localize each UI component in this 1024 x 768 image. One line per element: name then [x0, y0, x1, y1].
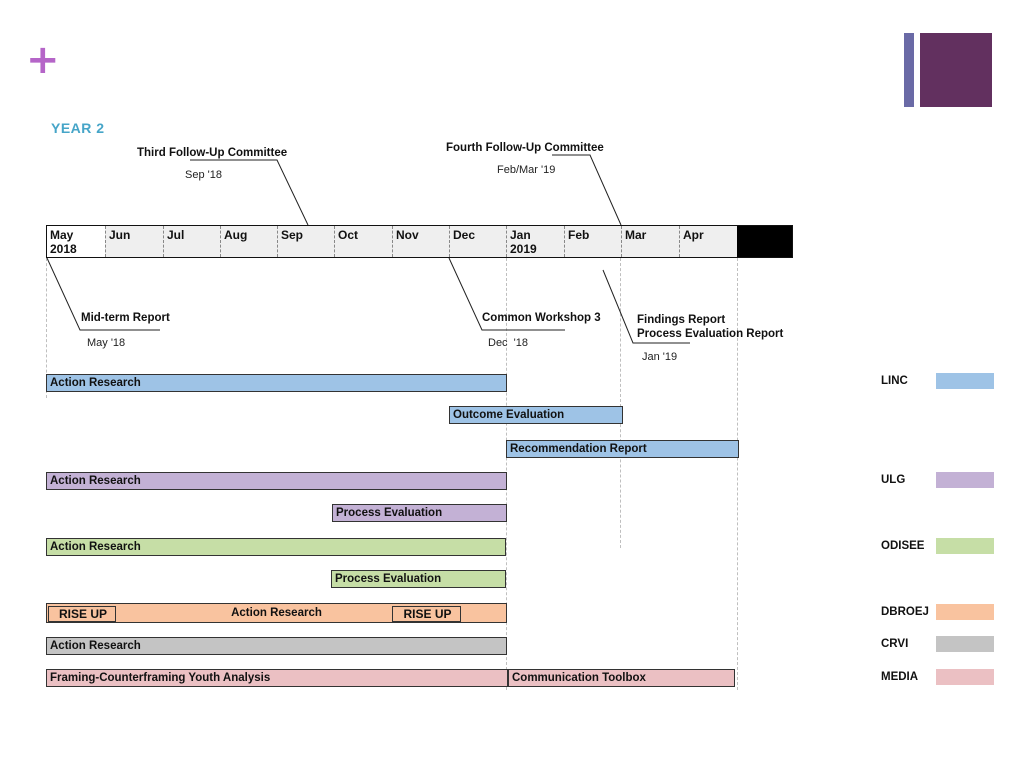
legend-label-dbroej: DBROEJ: [881, 606, 929, 618]
guide-line-may: [46, 258, 47, 398]
ulg-action-research-bar: Action Research: [46, 472, 507, 490]
fourth-committee-date: Feb/Mar '19: [497, 164, 556, 176]
odisee-action-research-bar: Action Research: [46, 538, 506, 556]
third-committee-label: Third Follow-Up Committee: [137, 147, 288, 159]
media-framing-analysis-bar: Framing-Counterframing Youth Analysis: [46, 669, 508, 687]
dbroej-action-research-label: Action Research: [231, 607, 322, 619]
process-eval-report-label: Process Evaluation Report: [637, 328, 784, 340]
odisee-process-evaluation-bar: Process Evaluation: [331, 570, 506, 588]
month-mar: Mar: [621, 226, 679, 257]
legend-swatch-ulg: [936, 472, 994, 488]
findings-label: Findings Report: [637, 314, 726, 326]
fourth-committee-label: Fourth Follow-Up Committee: [446, 142, 604, 154]
media-communication-toolbox-bar: Communication Toolbox: [508, 669, 735, 687]
slide-title: YEAR 2: [51, 120, 105, 136]
plus-icon: +: [26, 37, 60, 83]
dbroej-rise-up-badge-2: RISE UP: [392, 606, 461, 622]
legend-label-crvi: CRVI: [881, 638, 909, 650]
guide-line-mar: [620, 258, 621, 548]
legend-swatch-crvi: [936, 636, 994, 652]
decorative-bar-thick: [920, 33, 992, 107]
ulg-process-evaluation-bar: Process Evaluation: [332, 504, 507, 522]
legend-label-odisee: ODISEE: [881, 540, 925, 552]
month-aug: Aug: [220, 226, 277, 257]
linc-action-research-bar: Action Research: [46, 374, 507, 392]
month-jul: Jul: [163, 226, 220, 257]
month-feb: Feb: [564, 226, 621, 257]
legend-label-ulg: ULG: [881, 474, 906, 486]
dbroej-action-research-bar: Action Research RISE UP RISE UP: [46, 603, 507, 623]
month-black-block: [737, 226, 792, 257]
month-sep: Sep: [277, 226, 334, 257]
dbroej-rise-up-badge-1: RISE UP: [48, 606, 116, 622]
workshop-date: Dec '18: [488, 337, 529, 349]
findings-date: Jan '19: [642, 351, 678, 363]
month-dec: Dec: [449, 226, 506, 257]
legend-swatch-linc: [936, 373, 994, 389]
month-nov: Nov: [392, 226, 449, 257]
workshop-label: Common Workshop 3: [482, 312, 601, 324]
month-jun: Jun: [105, 226, 163, 257]
linc-outcome-evaluation-bar: Outcome Evaluation: [449, 406, 623, 424]
month-oct: Oct: [334, 226, 392, 257]
decorative-bar-thin: [904, 33, 914, 107]
legend-label-linc: LINC: [881, 375, 908, 387]
midterm-label: Mid-term Report: [81, 312, 170, 324]
linc-recommendation-report-bar: Recommendation Report: [506, 440, 739, 458]
guide-line-end: [737, 258, 738, 690]
legend-swatch-media: [936, 669, 994, 685]
third-committee-date: Sep '18: [185, 169, 222, 181]
legend-swatch-dbroej: [936, 604, 994, 620]
month-apr: Apr: [679, 226, 737, 257]
crvi-action-research-bar: Action Research: [46, 637, 507, 655]
legend-swatch-odisee: [936, 538, 994, 554]
midterm-date: May '18: [87, 337, 126, 349]
legend-label-media: MEDIA: [881, 671, 919, 683]
